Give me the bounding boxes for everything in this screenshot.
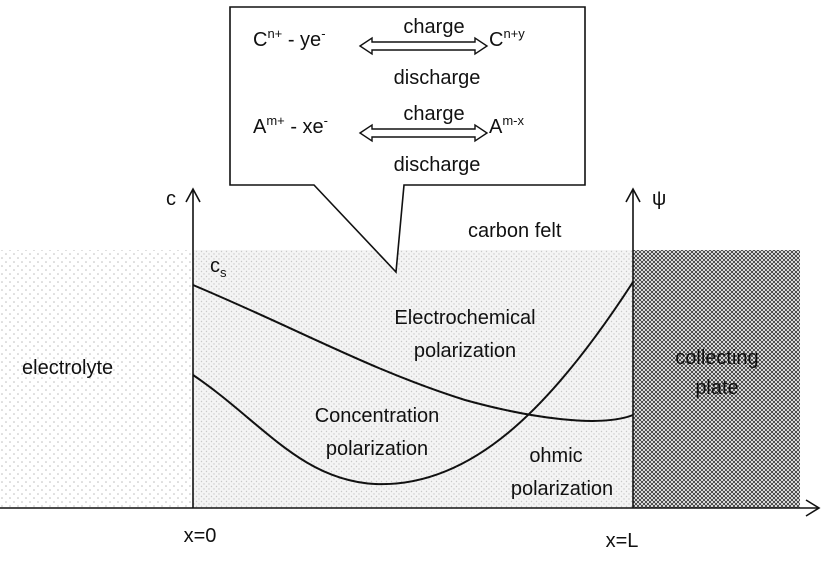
reaction1-right: Cn+y [489,26,525,51]
reaction2-right: Am-x [489,113,525,138]
electrolyte-region [0,250,193,508]
reaction1-charge-label: charge [403,16,464,38]
psi-axis-label: ψ [652,188,666,210]
reaction1-discharge-label: discharge [394,67,481,89]
collecting-plate-region [633,250,800,508]
collecting-plate-label-1: collecting [675,347,758,369]
c-axis-label: c [166,188,176,210]
electrolyte-label: electrolyte [22,357,113,379]
left-axis-arrowhead [185,187,201,203]
reaction-callout [229,6,586,274]
carbon-felt-label: carbon felt [468,220,562,242]
surface-concentration-curve [192,284,634,422]
reaction2-charge-label: charge [403,103,464,125]
ohmic-label-2: polarization [511,478,613,500]
electrochemical-label-2: polarization [414,340,516,362]
electrochemical-label-1: Electrochemical [394,307,535,329]
ohmic-label-1: ohmic [529,445,582,467]
x0-label: x=0 [184,525,217,547]
right-axis-arrowhead [625,187,641,203]
x-axis-arrowhead [805,499,821,517]
reaction2-left: Am+ - xe- [253,113,328,138]
potential-curve [192,281,634,486]
xl-label: x=L [606,530,639,552]
collecting-plate-label-2: plate [695,377,738,399]
reaction2-discharge-label: discharge [394,154,481,176]
cs-label: cs [210,255,227,280]
reaction1-left: Cn+ - ye- [253,26,326,51]
reaction1-double-arrow [358,36,489,56]
concentration-label-1: Concentration [315,405,440,427]
reaction2-double-arrow [358,123,489,143]
concentration-label-2: polarization [326,438,428,460]
carbon-felt-region [193,250,633,508]
